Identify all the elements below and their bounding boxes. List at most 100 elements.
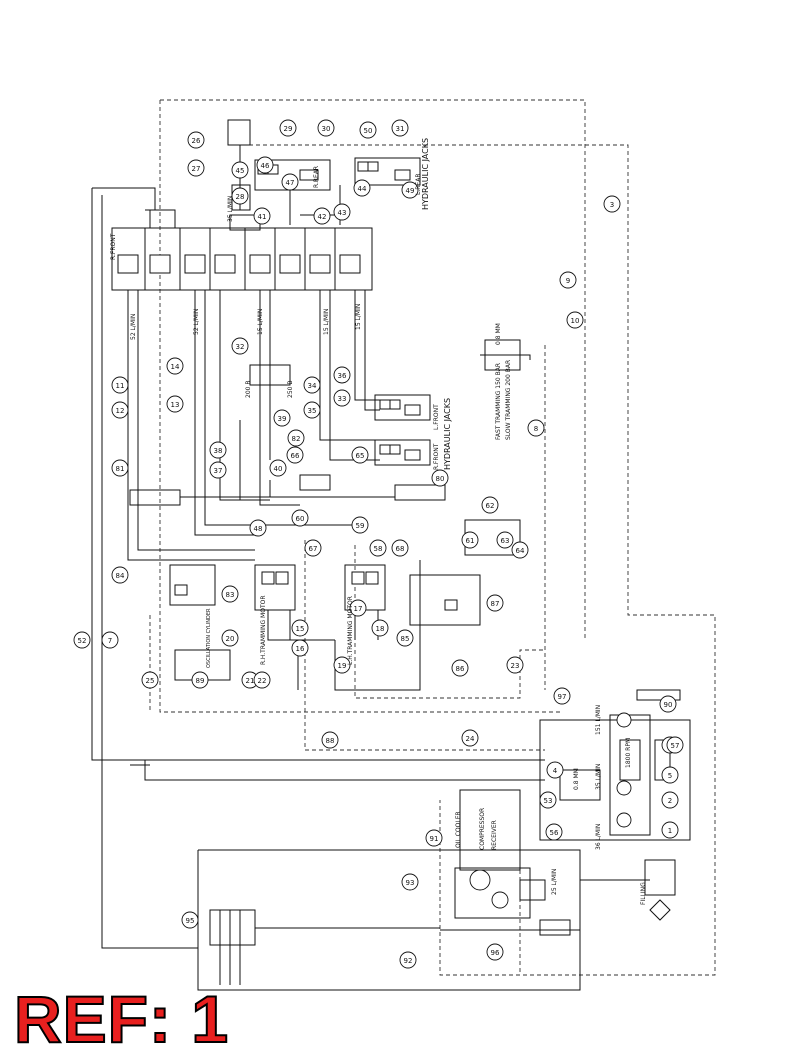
svg-text:12: 12 [116,407,125,415]
l-rear-label: L.REAR [415,174,422,195]
svg-text:83: 83 [226,591,235,599]
jacks-left-label: HYDRAULIC JACKS [443,398,452,470]
svg-text:56: 56 [550,829,559,837]
svg-text:34: 34 [308,382,317,390]
svg-text:28: 28 [236,193,245,201]
svg-text:14: 14 [171,363,180,371]
r-front-label: R.FRONT [433,443,440,470]
svg-text:87: 87 [491,600,500,608]
svg-text:64: 64 [516,547,525,555]
flow-25: 25 L/MIN [551,869,558,895]
svg-text:80: 80 [436,475,445,483]
svg-text:24: 24 [466,735,475,743]
svg-text:22: 22 [258,677,267,685]
line-bundles [91,188,545,949]
svg-text:40: 40 [274,465,283,473]
svg-text:9: 9 [566,277,570,285]
svg-text:39: 39 [278,415,287,423]
svg-text:1: 1 [668,827,672,835]
svg-text:29: 29 [284,125,293,133]
svg-text:81: 81 [116,465,125,473]
svg-text:18: 18 [376,625,385,633]
reference-label: REF: 1 [13,982,230,1056]
flow-52b: 52 L/MIN [193,309,200,335]
svg-text:42: 42 [318,213,327,221]
svg-text:90: 90 [664,701,673,709]
main-valve-bank [92,187,373,291]
l-front-label: L.FRONT [433,404,440,430]
flow-52a: 52 L/MIN [130,314,137,340]
svg-text:67: 67 [309,545,318,553]
svg-text:21: 21 [246,677,255,685]
svg-text:63: 63 [501,537,510,545]
svg-text:27: 27 [192,165,201,173]
svg-text:65: 65 [356,452,365,460]
front-jacks-section [129,364,446,506]
svg-text:85: 85 [401,635,410,643]
svg-text:86: 86 [456,665,465,673]
svg-text:92: 92 [404,957,413,965]
compressor-section [130,760,650,991]
tramming-section [169,560,481,691]
flow-36: 36 L/MIN [595,824,602,850]
svg-text:46: 46 [261,162,270,170]
svg-text:95: 95 [186,917,195,925]
svg-text:97: 97 [558,693,567,701]
svg-text:89: 89 [196,677,205,685]
svg-text:82: 82 [292,435,301,443]
compressor-label: COMPRESSOR [479,808,486,850]
svg-text:41: 41 [258,213,267,221]
svg-text:25: 25 [146,677,155,685]
svg-text:17: 17 [354,605,363,613]
svg-text:4: 4 [553,767,558,775]
annotations: HYDRAULIC JACKS HYDRAULIC JACKS R.REAR L… [110,138,647,905]
svg-text:58: 58 [374,545,383,553]
svg-text:57: 57 [671,742,680,750]
svg-text:61: 61 [466,537,475,545]
svg-text:38: 38 [214,447,223,455]
rh-motor-label: R.H.TRAMMING MOTOR [260,596,267,666]
part-balloons: 26 27 28 29 30 31 47 46 45 50 49 41 42 4… [73,119,684,969]
rpm-label: 1800 RPM [625,738,632,768]
svg-text:19: 19 [338,662,347,670]
flow-35: 35 L/MIN [227,196,234,222]
svg-text:49: 49 [406,187,415,195]
orifice-08: 0.8 MM [573,768,580,790]
slow-tramming-label: SLOW TRAMMING 200 BAR [505,360,512,440]
svg-text:43: 43 [338,209,347,217]
svg-text:30: 30 [322,125,331,133]
svg-text:7: 7 [108,637,112,645]
oscillation-label: OSCILLATION CYLINDER [206,608,212,668]
jacks-right-label: HYDRAULIC JACKS [421,138,430,210]
svg-text:44: 44 [358,185,367,193]
svg-text:13: 13 [171,401,180,409]
svg-text:8: 8 [534,425,538,433]
svg-text:88: 88 [326,737,335,745]
flow-151: 151 L/MIN [595,705,602,735]
valve-bank-label: R.FRONT [110,233,117,260]
pressure-250: 250 B [287,381,294,398]
svg-text:91: 91 [430,835,439,843]
flow-35b: 35 L/MIN [595,764,602,790]
svg-text:36: 36 [338,372,347,380]
oil-cooler-label: OIL COOLER [455,811,462,848]
flow-15c: 15 L/MIN [355,304,362,330]
receiver-label: RECEIVER [491,820,498,850]
svg-text:2: 2 [668,797,672,805]
svg-text:3: 3 [610,201,614,209]
filling-label: FILLING [640,882,647,905]
svg-text:48: 48 [254,525,263,533]
svg-text:23: 23 [511,662,520,670]
svg-text:59: 59 [356,522,365,530]
r-rear-label: R.REAR [313,166,320,188]
svg-text:26: 26 [192,137,201,145]
svg-text:47: 47 [286,179,295,187]
flow-15a: 15 L/MIN [257,309,264,335]
svg-text:60: 60 [296,515,305,523]
svg-text:31: 31 [396,125,405,133]
svg-text:93: 93 [406,879,415,887]
pressure-200: 200 B [245,381,252,398]
svg-text:50: 50 [364,127,373,135]
orifice-08b: 0.8 MM [495,323,502,345]
